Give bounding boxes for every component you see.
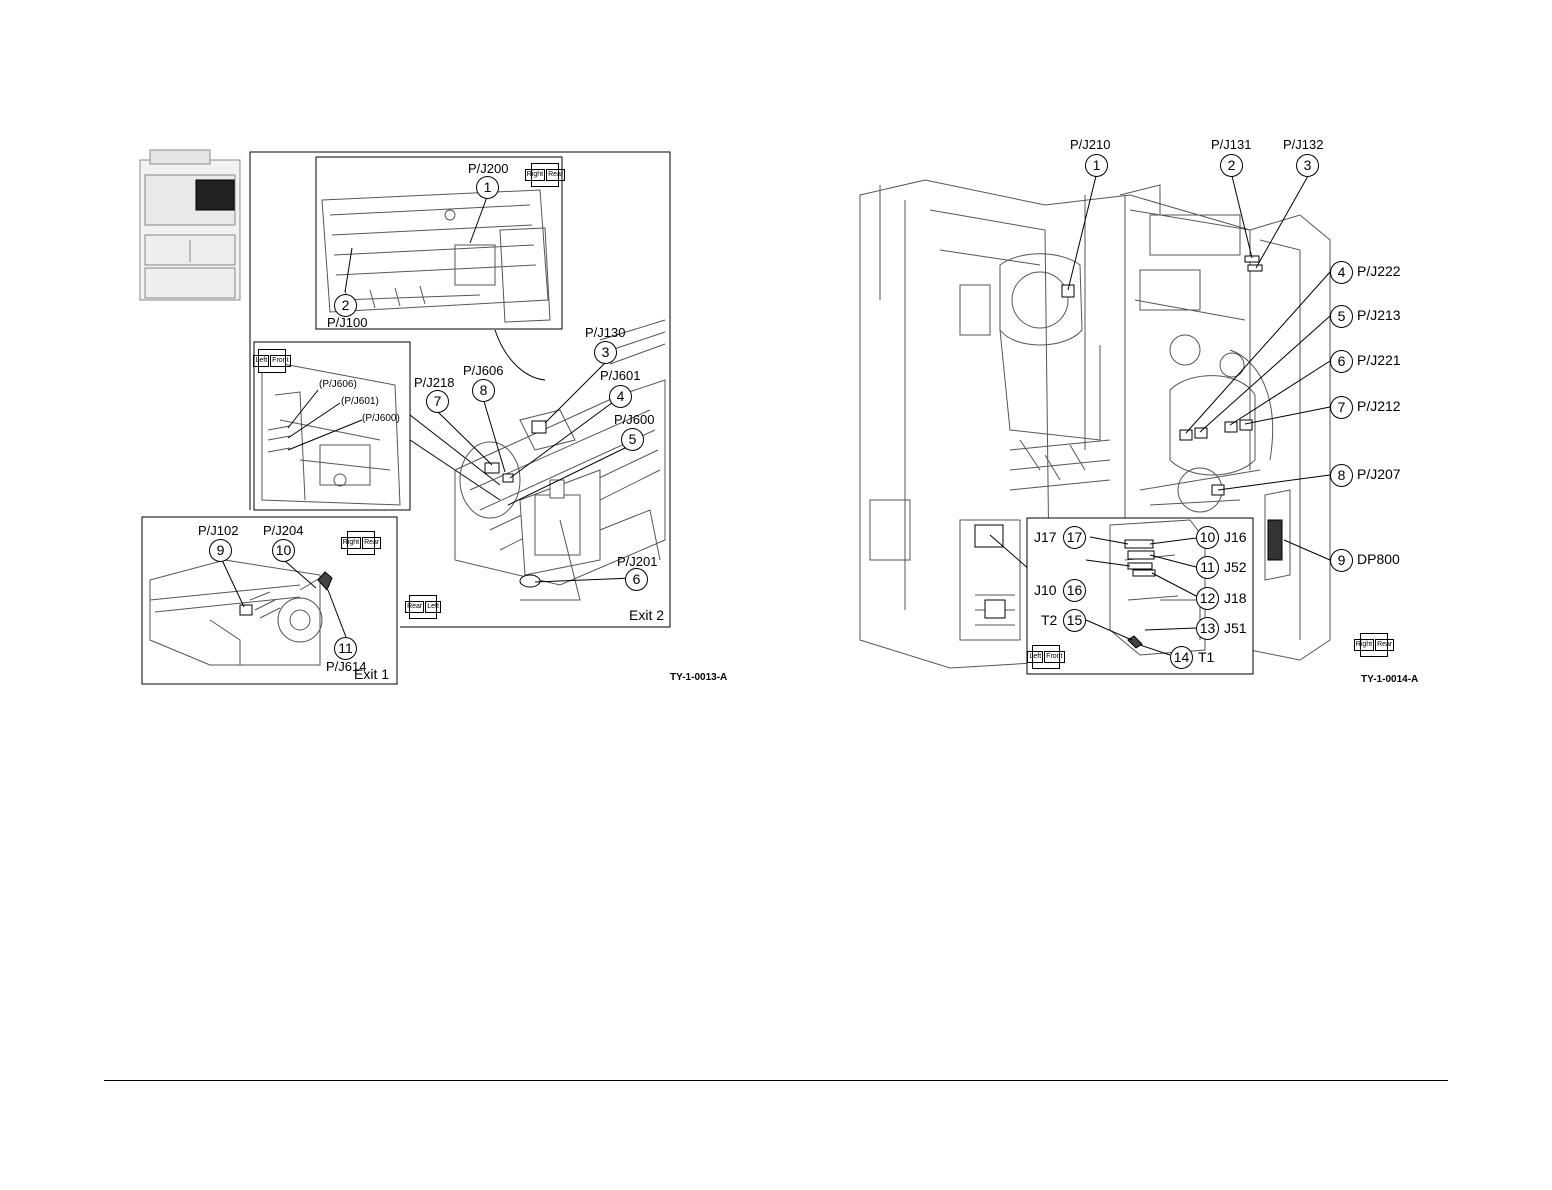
callout-number-r6: 6: [1330, 350, 1353, 373]
inset-label-pj601: (P/J601): [341, 396, 379, 407]
callout-number-7: 7: [426, 390, 449, 413]
figure-id-right: TY-1-0014-A: [1361, 674, 1419, 685]
callout-number-8: 8: [472, 379, 495, 402]
inset-label-pj600: (P/J600): [362, 413, 400, 424]
figure-id-left: TY-1-0013-A: [670, 672, 728, 683]
callout-number-r9: 9: [1330, 549, 1353, 572]
page-footer-rule: [104, 1080, 1448, 1081]
callout-number-r2: 2: [1220, 154, 1243, 177]
callout-label-pj100: P/J100: [327, 315, 368, 330]
orientation-cube-left-inset: Left Front: [253, 349, 291, 373]
view-label-exit-1: Exit 1: [354, 666, 390, 682]
callout-label-pj200: P/J200: [468, 161, 509, 176]
inset-label-pj606: (P/J606): [319, 379, 357, 390]
callout-label-j10: J10: [1034, 582, 1057, 598]
callout-number-r16: 16: [1063, 579, 1086, 602]
callout-label-pj222: P/J222: [1357, 263, 1401, 279]
callout-number-r7: 7: [1330, 396, 1353, 419]
callout-label-pj132: P/J132: [1283, 137, 1324, 152]
callout-label-pj210: P/J210: [1070, 137, 1111, 152]
callout-number-5: 5: [621, 428, 644, 451]
callout-number-r8: 8: [1330, 464, 1353, 487]
callout-number-r1: 1: [1085, 154, 1108, 177]
callout-number-r11: 11: [1196, 556, 1219, 579]
orientation-cube-bottom-inset: Right Rear: [340, 531, 382, 555]
callout-label-pj102: P/J102: [198, 523, 239, 538]
callout-number-r5: 5: [1330, 305, 1353, 328]
callout-number-r17: 17: [1063, 526, 1086, 549]
callout-label-j18: J18: [1224, 590, 1247, 606]
callout-number-r12: 12: [1196, 587, 1219, 610]
orientation-cube-main-view: Rear Left: [405, 595, 441, 619]
callout-number-r4: 4: [1330, 261, 1353, 284]
callout-number-r3: 3: [1296, 154, 1319, 177]
callout-number-3: 3: [594, 341, 617, 364]
callout-number-2: 2: [334, 294, 357, 317]
callout-label-pj614: P/J614: [326, 659, 367, 674]
orientation-cube-top-inset: Right Rear: [524, 163, 566, 187]
callout-label-j52: J52: [1224, 559, 1247, 575]
callout-number-r14: 14: [1170, 646, 1193, 669]
callout-label-pj201: P/J201: [617, 554, 658, 569]
callout-number-r15: 15: [1063, 609, 1086, 632]
exit-area-highlight: [195, 179, 235, 211]
machine-locator-thumbnail: [139, 149, 241, 301]
callout-label-t1: T1: [1198, 649, 1215, 665]
callout-label-j51: J51: [1224, 620, 1247, 636]
callout-number-r10: 10: [1196, 526, 1219, 549]
callout-label-pj207: P/J207: [1357, 466, 1401, 482]
callout-label-t2: T2: [1041, 612, 1058, 628]
orientation-cube-right-main: Right Rear: [1353, 633, 1395, 657]
callout-label-pj131: P/J131: [1211, 137, 1252, 152]
orientation-cube-right-inset: Left Front: [1027, 645, 1065, 669]
callout-label-pj130: P/J130: [585, 325, 626, 340]
callout-label-pj601: P/J601: [600, 368, 641, 383]
callout-number-11: 11: [334, 637, 357, 660]
view-label-exit-2: Exit 2: [629, 607, 665, 623]
callout-label-pj212: P/J212: [1357, 398, 1401, 414]
callout-number-r13: 13: [1196, 617, 1219, 640]
callout-label-j16: J16: [1224, 529, 1247, 545]
callout-number-1: 1: [476, 176, 499, 199]
callout-label-pj221: P/J221: [1357, 352, 1401, 368]
callout-label-pj204: P/J204: [263, 523, 304, 538]
callout-label-pj606: P/J606: [463, 363, 504, 378]
callout-number-10: 10: [272, 539, 295, 562]
callout-label-pj600: P/J600: [614, 412, 655, 427]
callout-label-pj213: P/J213: [1357, 307, 1401, 323]
callout-number-4: 4: [609, 385, 632, 408]
callout-number-6: 6: [625, 568, 648, 591]
callout-number-9: 9: [209, 539, 232, 562]
callout-label-dp800: DP800: [1357, 551, 1400, 567]
callout-label-j17: J17: [1034, 529, 1057, 545]
callout-label-pj218: P/J218: [414, 375, 455, 390]
